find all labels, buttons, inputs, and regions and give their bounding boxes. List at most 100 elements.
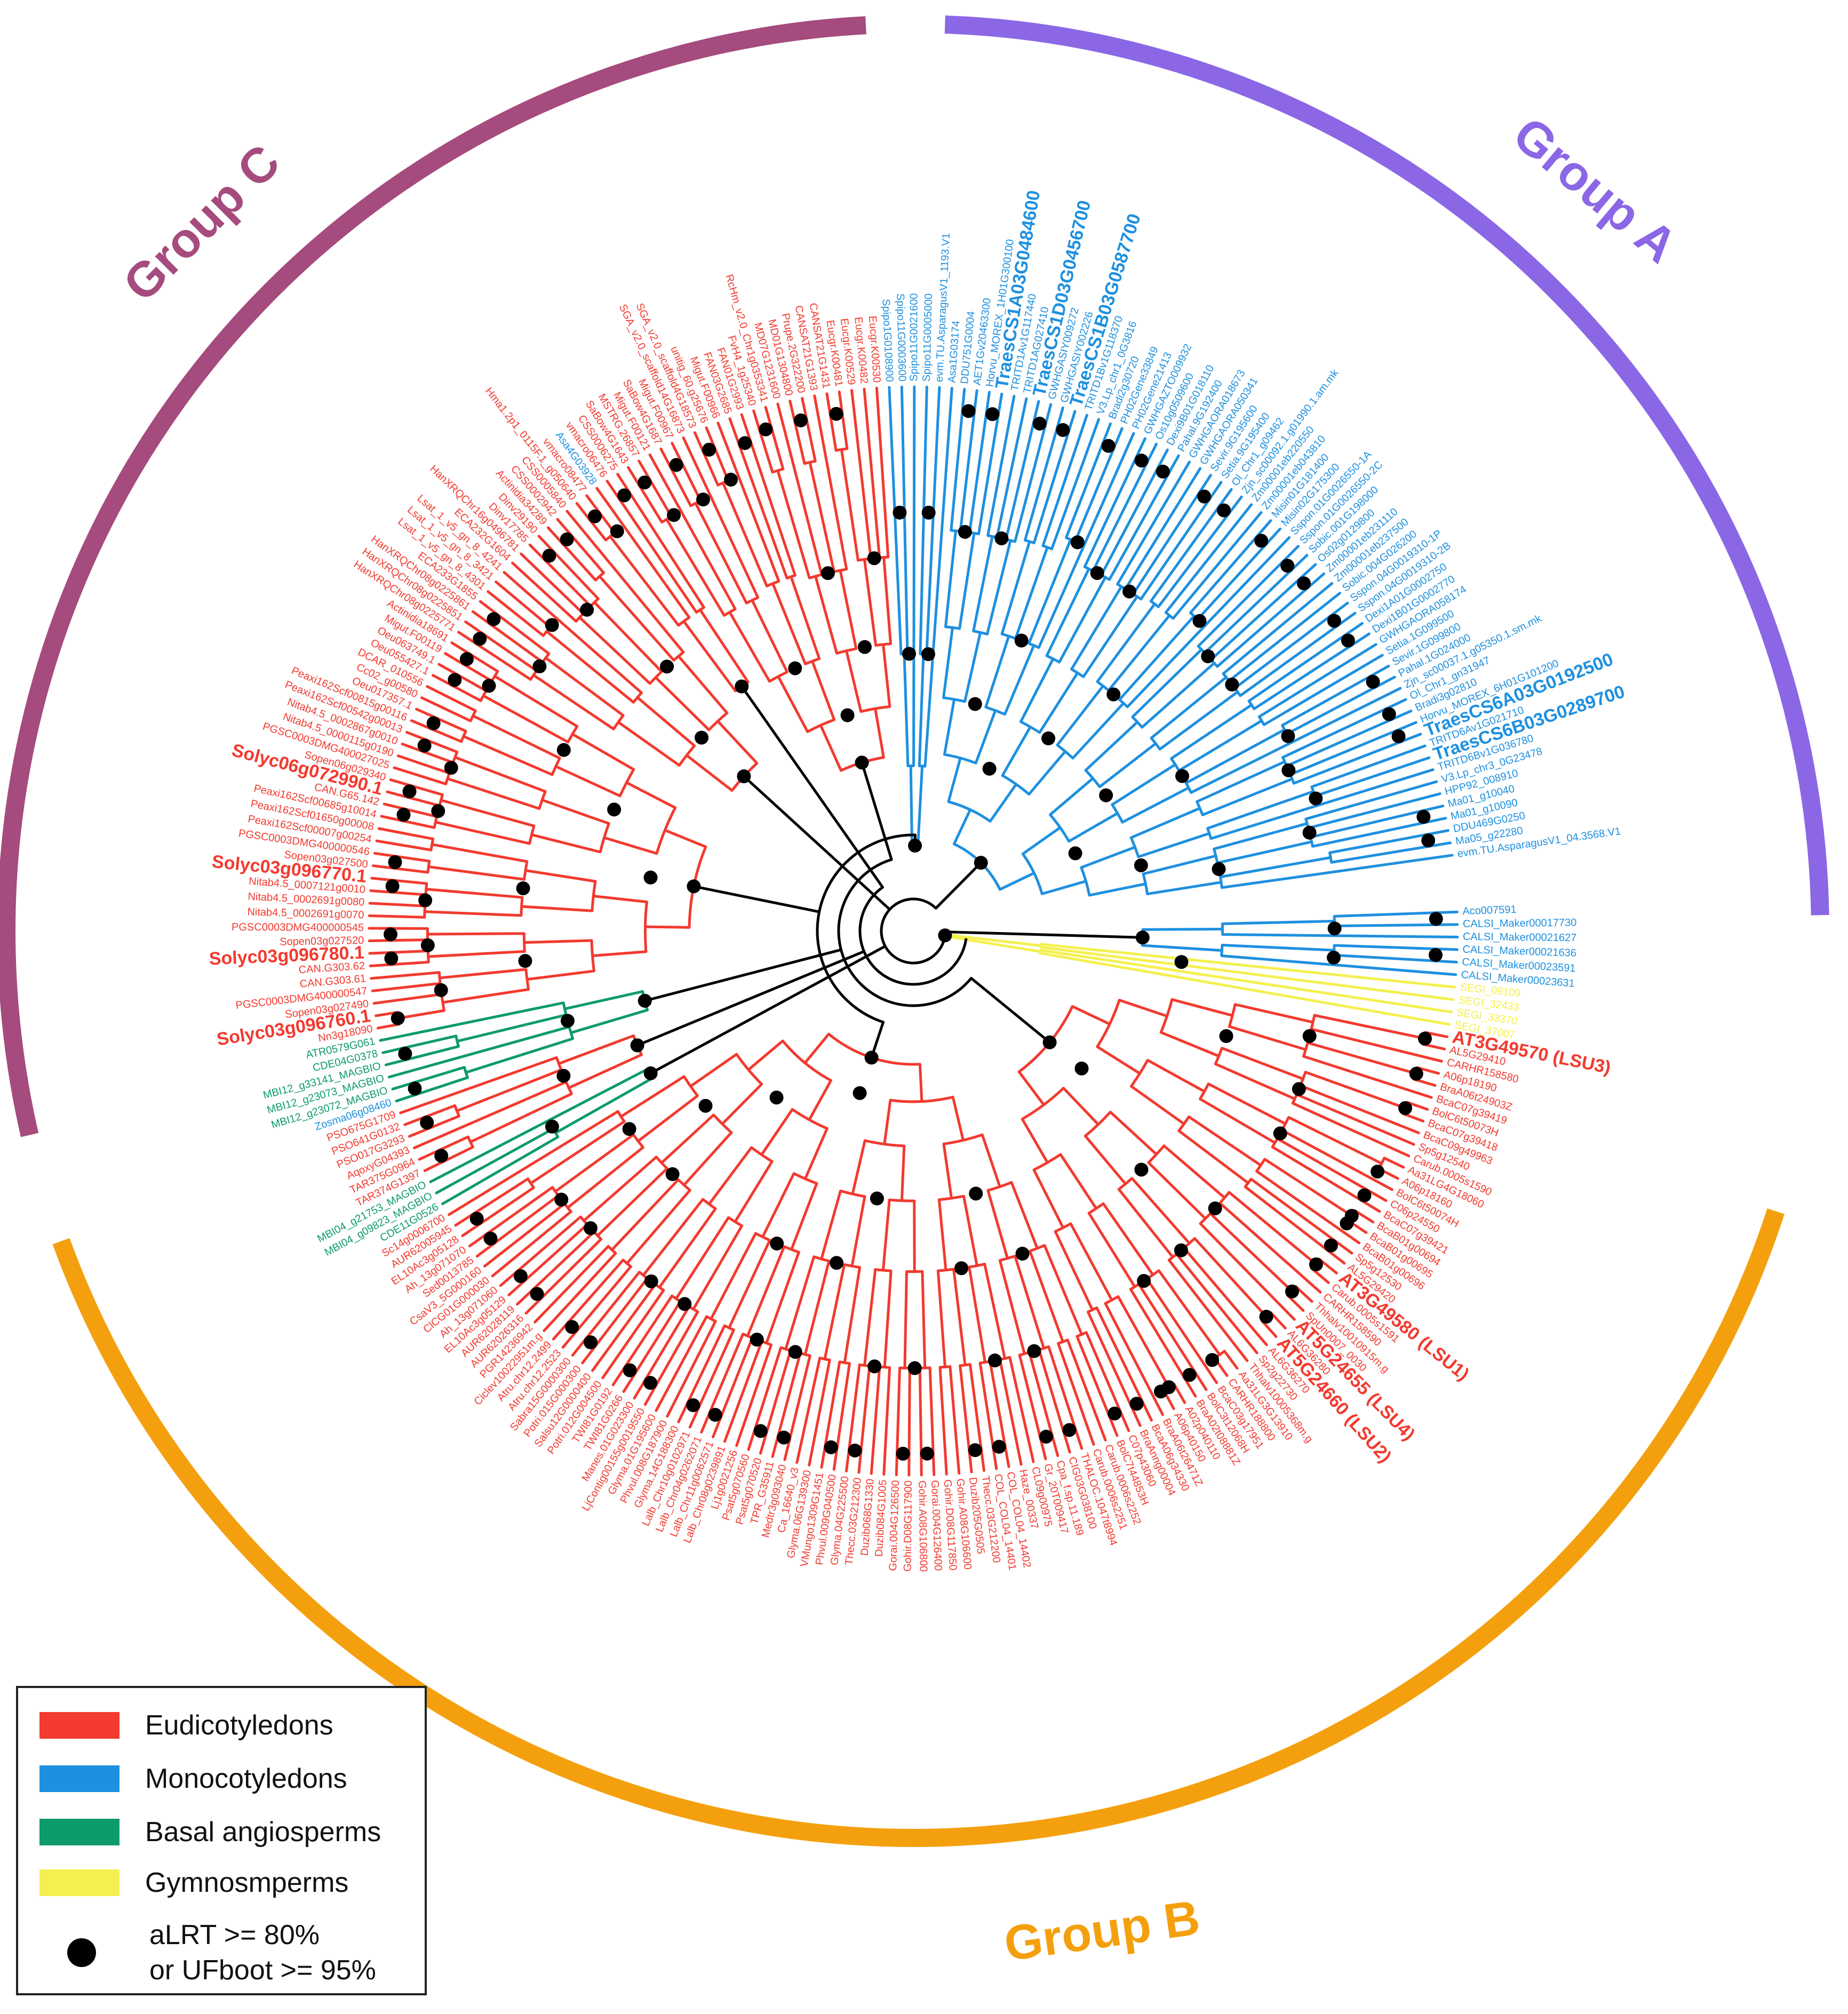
internal-branch xyxy=(571,733,635,771)
internal-branch xyxy=(1109,1110,1158,1156)
tip-branch xyxy=(537,535,555,553)
tip-branch xyxy=(1363,654,1384,667)
internal-branch xyxy=(423,1104,457,1119)
tip-branch xyxy=(370,975,394,980)
support-node xyxy=(921,647,935,662)
tip-branch xyxy=(1353,1209,1375,1224)
internal-branch xyxy=(434,821,531,845)
internal-branch xyxy=(1021,826,1062,855)
internal-branch xyxy=(402,1034,458,1049)
internal-branch xyxy=(882,556,892,646)
tip-branch xyxy=(399,1093,452,1115)
support-node xyxy=(1285,1284,1299,1299)
tip-branch xyxy=(1145,442,1158,465)
support-node xyxy=(824,1440,838,1454)
tip-branch xyxy=(1360,1199,1381,1213)
internal-branch xyxy=(623,524,691,619)
internal-branch xyxy=(998,1358,1018,1445)
support-node xyxy=(638,475,652,490)
backbone-branch xyxy=(969,977,1052,1044)
tip-branch xyxy=(1269,1311,1287,1330)
internal-branch xyxy=(1129,1085,1185,1126)
support-node xyxy=(867,551,881,566)
internal-branch xyxy=(1193,1237,1268,1318)
internal-branch xyxy=(1199,1222,1280,1305)
support-node xyxy=(1327,614,1341,628)
tip-label: Duzib084G1005 xyxy=(873,1479,889,1557)
internal-branch xyxy=(1157,1269,1221,1356)
tip-branch xyxy=(1021,397,1028,421)
support-node xyxy=(1197,489,1212,504)
support-node xyxy=(770,1236,784,1251)
internal-branch xyxy=(575,1265,632,1333)
internal-branch xyxy=(958,531,976,630)
support-node xyxy=(1225,678,1239,692)
internal-branch xyxy=(570,534,606,575)
internal-branch xyxy=(819,723,842,772)
support-node xyxy=(1201,649,1215,664)
internal-branch xyxy=(1117,1295,1170,1389)
tip-branch xyxy=(1173,1382,1186,1404)
support-node xyxy=(1429,912,1443,926)
tip-branch xyxy=(1223,1350,1239,1370)
internal-branch xyxy=(907,1366,911,1455)
internal-branch xyxy=(877,415,890,559)
internal-branch xyxy=(1209,1212,1293,1292)
internal-branch xyxy=(627,490,705,609)
internal-branch xyxy=(591,950,648,958)
support-node xyxy=(418,893,433,908)
internal-branch xyxy=(963,631,982,703)
internal-branch xyxy=(1027,1351,1054,1437)
legend-swatch xyxy=(39,1712,120,1739)
support-node xyxy=(1259,1310,1273,1324)
internal-branch xyxy=(594,1277,649,1348)
internal-branch xyxy=(841,411,849,450)
internal-branch xyxy=(548,1245,610,1308)
internal-branch xyxy=(977,413,1000,536)
internal-branch xyxy=(453,1127,555,1184)
legend-swatch xyxy=(39,1819,120,1845)
backbone-branch xyxy=(944,930,1144,939)
tip-branch xyxy=(832,1447,839,1471)
tip-branch xyxy=(1425,829,1449,836)
tip-branch xyxy=(524,1296,543,1315)
tip-branch xyxy=(723,1420,734,1443)
internal-branch xyxy=(531,1230,596,1291)
support-node xyxy=(961,404,976,418)
tip-branch xyxy=(386,790,410,799)
support-node xyxy=(698,1098,713,1113)
internal-branch xyxy=(1018,1354,1042,1440)
support-node xyxy=(459,652,474,666)
internal-branch xyxy=(535,567,585,615)
support-nodes xyxy=(384,404,1443,1461)
backbone-branch xyxy=(861,761,893,861)
tip-branch xyxy=(1302,1276,1322,1294)
internal-branch xyxy=(1262,664,1366,726)
support-node xyxy=(644,1274,658,1288)
tip-branch xyxy=(393,766,416,776)
internal-branch xyxy=(1010,1181,1039,1250)
internal-branch xyxy=(425,888,524,899)
support-node xyxy=(1409,1066,1423,1081)
tip-branch xyxy=(413,1125,465,1150)
internal-branch xyxy=(582,1156,658,1222)
internal-branch xyxy=(829,413,838,452)
tip-branch xyxy=(1433,959,1458,964)
internal-branch xyxy=(742,1343,773,1427)
tip-branch xyxy=(666,1396,679,1418)
internal-branch xyxy=(1118,615,1196,701)
internal-branch xyxy=(803,1260,831,1356)
support-node xyxy=(473,632,487,646)
internal-branch xyxy=(707,1146,753,1206)
support-node xyxy=(737,769,751,784)
internal-branch xyxy=(1304,1071,1407,1110)
support-node xyxy=(908,839,922,853)
tip-branch xyxy=(556,518,573,537)
support-node xyxy=(695,730,709,745)
internal-branch xyxy=(556,617,643,694)
tip-branch xyxy=(1333,934,1459,938)
tip-branch xyxy=(1227,495,1243,515)
tip-branch xyxy=(371,864,396,870)
support-node xyxy=(556,743,571,757)
support-node xyxy=(483,1231,498,1246)
